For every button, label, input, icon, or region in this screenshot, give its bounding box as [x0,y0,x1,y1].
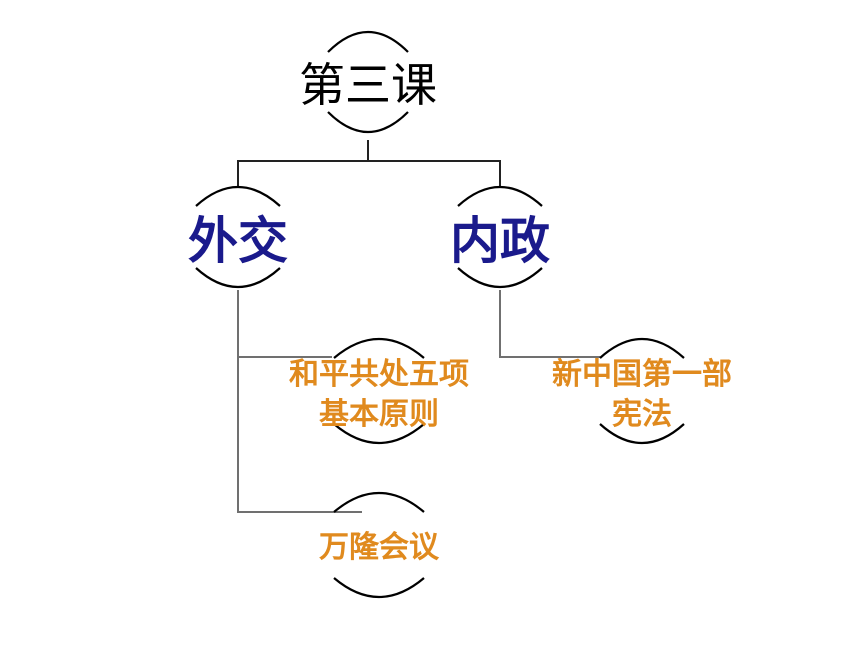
leaf-node-wanlong[interactable]: 万隆会议 [319,492,440,598]
root-top-arc [327,31,409,53]
heping-label-line1: 和平共处五项 [289,357,469,392]
connector-root-to-neizheng [368,160,501,186]
xianfa-bottom-arc [599,423,685,444]
xianfa-top-arc [599,338,685,359]
neizheng-top-arc [457,186,543,207]
heping-label-line2: 基本原则 [319,397,439,432]
leaf-node-heping[interactable]: 和平共处五项 基本原则 [289,338,469,444]
neizheng-label: 内政 [450,211,550,270]
neizheng-bottom-arc [457,267,543,288]
wanlong-label: 万隆会议 [319,530,440,565]
waijiao-label: 外交 [188,211,288,270]
root-node[interactable]: 第三课 [299,31,437,133]
heping-top-arc [333,338,425,359]
root-label: 第三课 [299,58,437,112]
waijiao-bottom-arc [195,267,281,288]
branch-node-neizheng[interactable]: 内政 [450,186,550,288]
xianfa-label-line2: 宪法 [612,397,672,432]
wanlong-top-arc [333,492,425,513]
connector-neizheng-to-xianfa [499,290,600,358]
root-bottom-arc [327,111,409,133]
connector-waijiao-to-leaves [237,290,362,513]
leaf-node-xianfa[interactable]: 新中国第一部 宪法 [552,338,732,444]
waijiao-top-arc [195,186,281,207]
wanlong-bottom-arc [333,577,425,598]
connector-root-to-branches [237,140,369,186]
connectors [237,140,600,513]
xianfa-label-line1: 新中国第一部 [552,357,732,392]
heping-bottom-arc [333,423,425,444]
branch-node-waijiao[interactable]: 外交 [188,186,288,288]
